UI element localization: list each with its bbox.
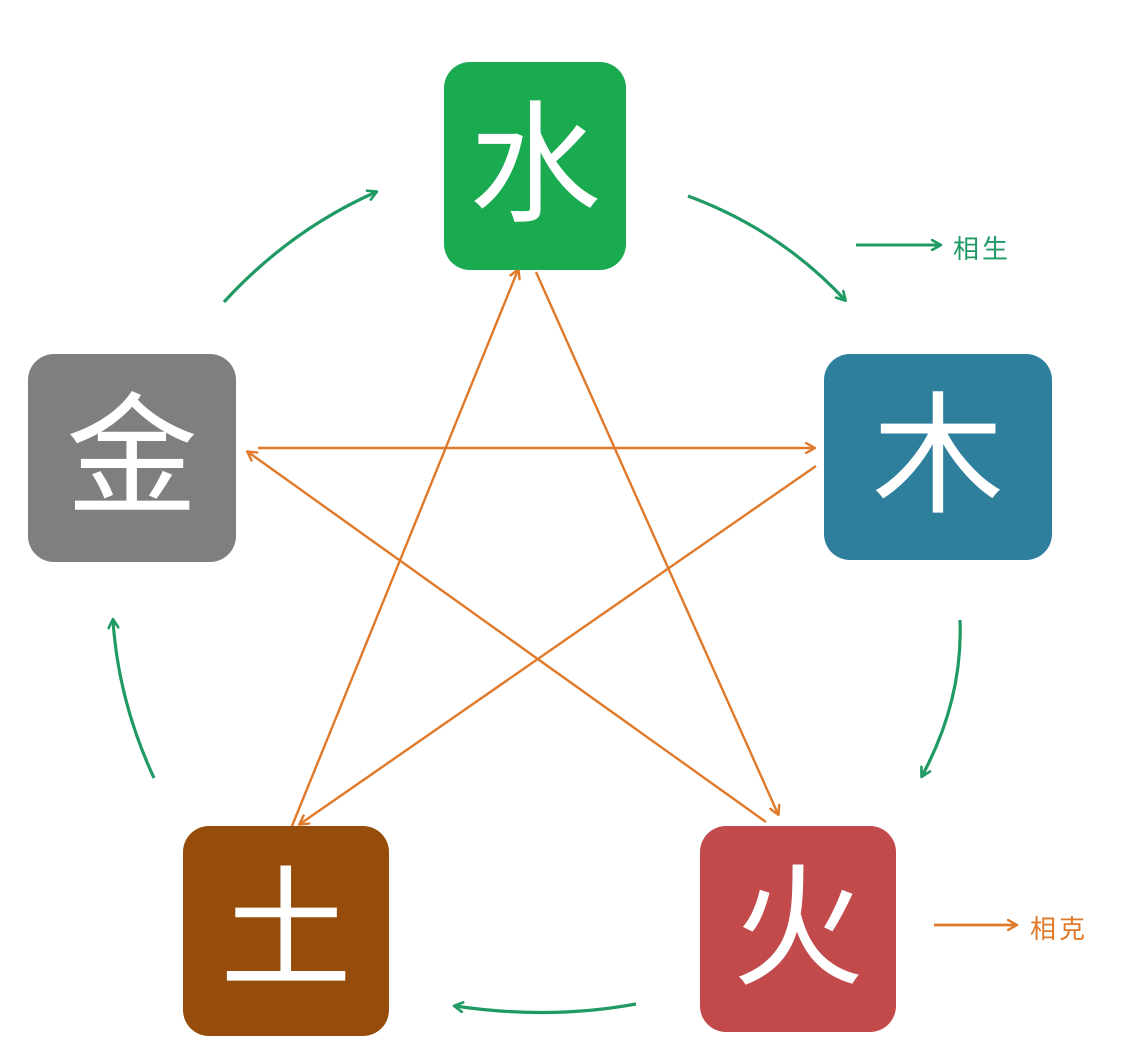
- legend-generate-label: 相生: [953, 235, 1012, 265]
- water-box: 水: [444, 62, 626, 270]
- wood-box: 木: [824, 354, 1052, 560]
- wood-char: 木: [872, 380, 1004, 534]
- generate-arrow-fire-to-earth: [455, 1004, 637, 1015]
- overcome-arrow-water-to-fire: [534, 271, 778, 814]
- fire-box: 火: [700, 826, 896, 1032]
- generate-arrow-metal-to-water: [222, 192, 376, 304]
- overcome-arrow-earth-to-water: [290, 270, 518, 827]
- overcome-arrow-fire-to-metal: [248, 452, 767, 823]
- overcome-arrow-wood-to-earth: [300, 465, 817, 824]
- generate-arrow-earth-to-metal: [113, 620, 156, 779]
- water-char: 水: [469, 89, 601, 243]
- legend-overcome-label: 相克: [1030, 915, 1089, 945]
- metal-box: 金: [28, 354, 236, 562]
- generate-arrow-water-to-wood: [687, 194, 845, 300]
- earth-char: 土: [220, 854, 352, 1008]
- fire-char: 火: [732, 852, 864, 1006]
- generate-arrow-wood-to-fire: [922, 619, 962, 776]
- earth-box: 土: [183, 826, 389, 1036]
- metal-char: 金: [66, 381, 198, 535]
